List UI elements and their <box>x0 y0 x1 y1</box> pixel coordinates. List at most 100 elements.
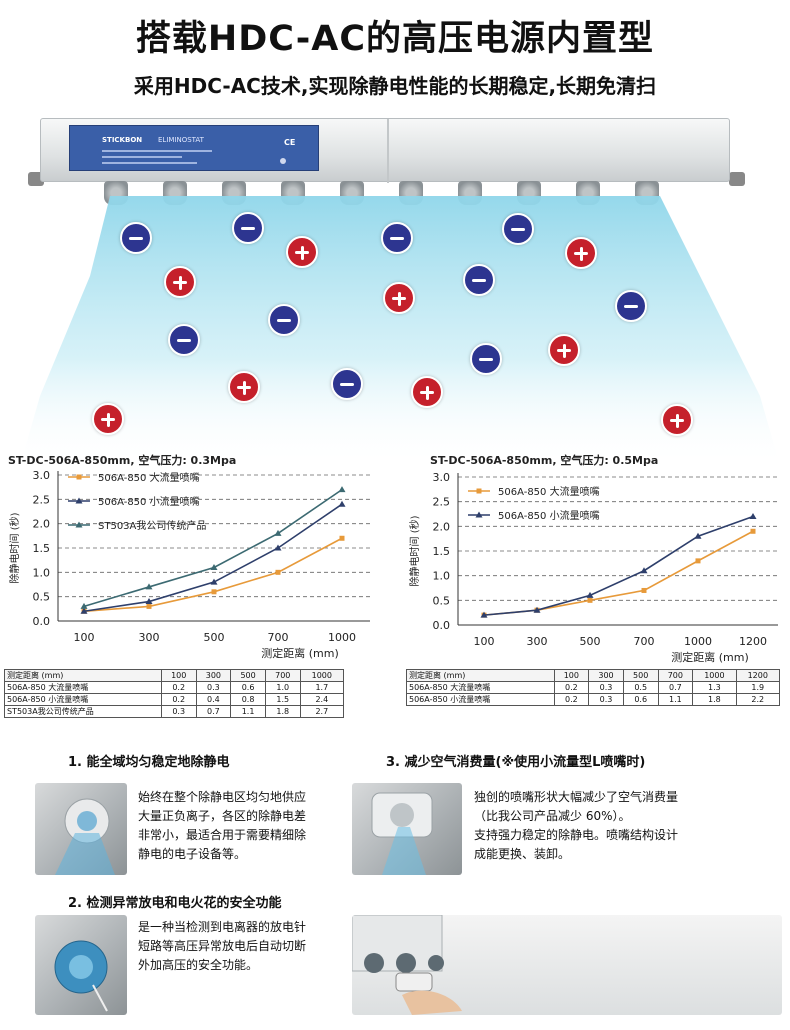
table-cell: 1.7 <box>299 681 345 694</box>
table-cell: 0.2 <box>553 681 590 694</box>
y-axis-label: 除静电时间 (秒) <box>408 515 421 586</box>
feature-text-line: 大量正负离子，各区的除静电差 <box>138 809 307 823</box>
ionizer-bar-image: STICKBON ELIMINOSTAT CE <box>40 118 730 183</box>
legend-label: 506A-850 大流量喷嘴 <box>98 471 200 484</box>
data-point <box>145 583 153 590</box>
ionizer-control-panel: STICKBON ELIMINOSTAT CE <box>69 125 319 171</box>
legend-label: 506A-850 大流量喷嘴 <box>498 485 600 498</box>
positive-ion-icon <box>661 404 693 436</box>
negative-ion-icon <box>470 343 502 375</box>
x-tick-label: 1000 <box>684 635 712 648</box>
positive-ion-icon <box>411 376 443 408</box>
panel-decoration <box>102 150 212 152</box>
table-header-cell: 测定距离 (mm) <box>4 669 162 682</box>
x-tick-label: 500 <box>580 635 601 648</box>
positive-ion-icon <box>565 237 597 269</box>
x-axis-label: 测定距离 (mm) <box>671 650 749 664</box>
data-point <box>145 598 153 605</box>
y-tick-label: 3.0 <box>433 471 451 484</box>
x-tick-label: 1000 <box>328 631 356 644</box>
negative-ion-icon <box>463 264 495 296</box>
nozzle-removal-photo <box>352 915 782 1015</box>
table-cell: 0.3 <box>160 705 197 718</box>
feature-text-line: 是一种当检测到电离器的放电针 <box>138 920 307 934</box>
positive-ion-icon <box>228 371 260 403</box>
bar-seam <box>387 119 389 183</box>
negative-ion-icon <box>381 222 413 254</box>
table-cell: 1.5 <box>264 693 301 706</box>
y-tick-label: 2.5 <box>33 493 51 506</box>
feature-text-line: （比我公司产品减少 60%）。 <box>474 809 631 823</box>
data-point <box>338 486 346 493</box>
positive-ion-icon <box>286 236 318 268</box>
table-cell: 1.9 <box>735 681 781 694</box>
table-cell: 1.8 <box>692 693 737 706</box>
y-axis-label: 除静电时间 (秒) <box>8 512 21 583</box>
series-line <box>483 530 754 616</box>
table-cell: 506A-850 小流量喷嘴 <box>4 693 162 706</box>
table-cell: 0.7 <box>195 705 232 718</box>
data-point <box>640 567 648 574</box>
x-tick-label: 500 <box>204 631 225 644</box>
data-point <box>338 500 346 507</box>
data-point <box>274 529 282 536</box>
data-point <box>641 587 647 593</box>
feature2-text: 是一种当检测到电离器的放电针短路等高压异常放电后自动切断外加高压的安全功能。 <box>138 918 306 975</box>
table-cell: 0.2 <box>160 693 197 706</box>
table-header-cell: 100 <box>160 669 197 682</box>
feature2-heading: 2. 检测异常放电和电火花的安全功能 <box>68 896 282 911</box>
table-header-cell: 700 <box>264 669 301 682</box>
panel-decoration <box>102 156 182 158</box>
data-point <box>480 611 488 618</box>
chart1-title: ST-DC-506A-850mm, 空气压力: 0.3Mpa <box>8 454 237 467</box>
data-point <box>210 578 218 585</box>
legend-marker <box>76 474 82 480</box>
x-tick-label: 300 <box>527 635 548 648</box>
x-tick-label: 100 <box>474 635 495 648</box>
table-header-cell: 100 <box>553 669 590 682</box>
table-cell: 0.3 <box>588 693 624 706</box>
data-point <box>339 535 345 541</box>
feature-text-line: 始终在整个除静电区均匀地供应 <box>138 790 307 804</box>
table-cell: 2.7 <box>299 705 345 718</box>
x-tick-label: 700 <box>268 631 289 644</box>
data-point <box>586 591 594 598</box>
legend-marker <box>476 488 482 494</box>
table-cell: 0.7 <box>657 681 694 694</box>
x-tick-label: 100 <box>74 631 95 644</box>
y-tick-label: 1.5 <box>433 545 451 558</box>
y-tick-label: 2.0 <box>33 518 51 531</box>
table-cell: 506A-850 大流量喷嘴 <box>406 681 555 694</box>
data-point <box>587 597 593 603</box>
y-tick-label: 0.5 <box>433 594 451 607</box>
table-cell: 1.8 <box>264 705 301 718</box>
table-header-cell: 1000 <box>692 669 737 682</box>
feature-text-line: 支持强力稳定的除静电。喷嘴结构设计 <box>474 828 679 842</box>
data-point <box>274 544 282 551</box>
table-cell: 1.0 <box>264 681 301 694</box>
legend-label: 506A-850 小流量喷嘴 <box>498 509 600 522</box>
table-cell: 1.3 <box>692 681 737 694</box>
table-cell: 2.4 <box>299 693 345 706</box>
brand-logo: STICKBON <box>102 136 143 144</box>
data-point <box>146 603 152 609</box>
y-tick-label: 0.0 <box>433 619 451 632</box>
y-tick-label: 3.0 <box>33 469 51 482</box>
feature-text-line: 短路等高压异常放电后自动切断 <box>138 939 307 953</box>
table-header-cell: 500 <box>622 669 659 682</box>
feature-text-line: 成能更换、装卸。 <box>474 847 571 861</box>
table-cell: 2.2 <box>735 693 781 706</box>
negative-ion-icon <box>615 290 647 322</box>
legend-label: 506A-850 小流量喷嘴 <box>98 495 200 508</box>
x-tick-label: 700 <box>634 635 655 648</box>
legend-marker <box>75 521 83 528</box>
data-point <box>533 606 541 613</box>
legend-label: ST503A我公司传统产品 <box>98 519 206 532</box>
